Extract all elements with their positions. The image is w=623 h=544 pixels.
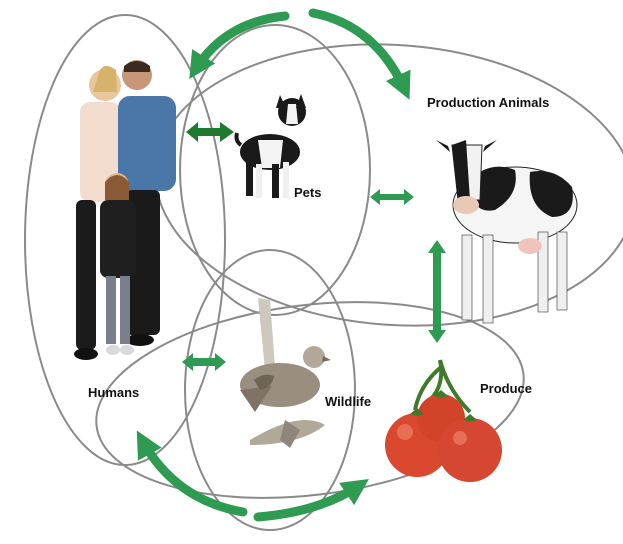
humans-family-icon xyxy=(74,60,176,360)
top-right-curved-arrow xyxy=(313,13,405,90)
humans-label: Humans xyxy=(88,385,139,400)
produce-label: Produce xyxy=(480,381,532,396)
humans-wildlife-double-arrow xyxy=(182,353,226,371)
production-produce-double-arrow xyxy=(428,240,446,343)
pets-label: Pets xyxy=(294,185,321,200)
pets-production-double-arrow xyxy=(370,189,414,205)
wildlife-label: Wildlife xyxy=(325,394,371,409)
bottom-right-curved-arrow xyxy=(258,485,360,517)
pet-dog-icon xyxy=(237,94,307,198)
produce-tomatoes-icon xyxy=(385,360,502,482)
wildlife-bird-icon xyxy=(240,298,331,448)
production-animals-label: Production Animals xyxy=(427,95,549,110)
